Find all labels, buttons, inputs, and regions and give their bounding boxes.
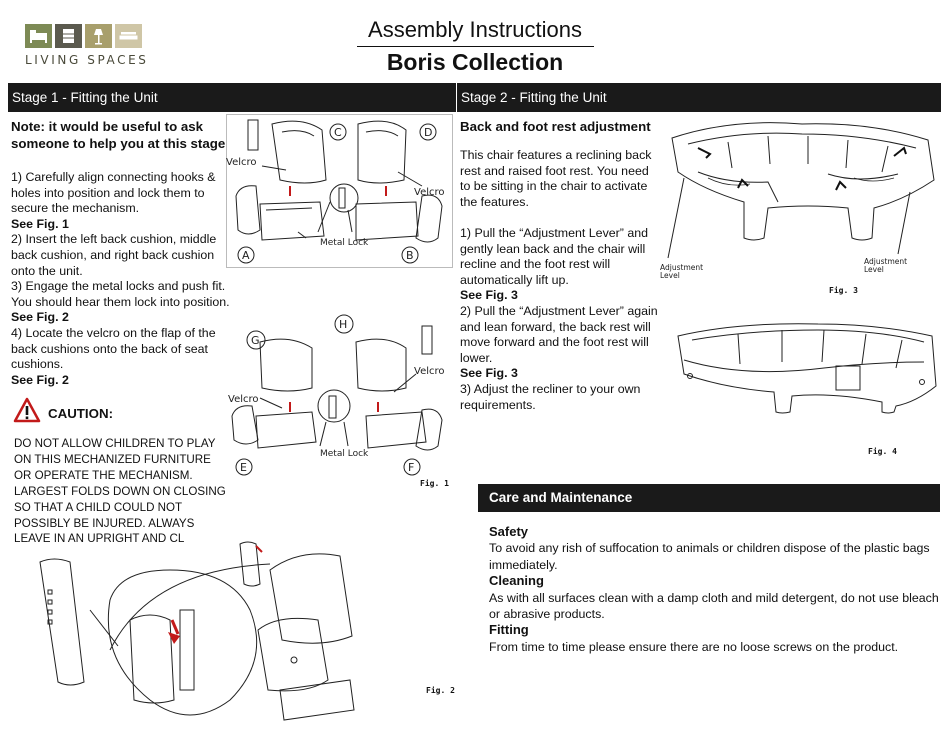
letter-c: C: [334, 126, 342, 139]
sectional-sofa-upright: [677, 323, 937, 414]
page-title: Assembly Instructions: [368, 17, 582, 42]
back-cushion-part: [39, 558, 85, 686]
recline-arrow-left: [697, 147, 712, 159]
footrest-arrow-left: [737, 178, 749, 189]
letter-c-circle: [329, 123, 347, 141]
flap-part: [239, 541, 261, 587]
fitting-heading: Fitting: [489, 622, 529, 638]
letter-b: B: [406, 249, 414, 262]
cleaning-text: As with all surfaces clean with a damp c…: [489, 590, 939, 622]
stage2-step2: 2) Pull the “Adjustment Lever” again and…: [460, 303, 658, 365]
chair-back: [269, 553, 353, 644]
letter-a-circle: [237, 246, 255, 264]
letter-g-circle: [246, 330, 266, 350]
figure-1-top: A B C D Velcro Velcro Metal Lock: [226, 114, 453, 268]
stage2-step2-ref: See Fig. 3: [460, 366, 518, 381]
figure-4: [677, 323, 937, 414]
care-bar: Care and Maintenance: [478, 484, 940, 512]
stage2-step1-ref: See Fig. 3: [460, 288, 518, 303]
caution-text: DO NOT ALLOW CHILDREN TO PLAY ON THIS ME…: [14, 437, 226, 546]
level-label-left: Level: [660, 271, 680, 280]
safety-text: To avoid any rish of suffocation to anim…: [489, 541, 930, 572]
stage1-step1: 1) Carefully align connecting hooks & ho…: [11, 170, 216, 216]
velcro-label-bottom-left: Velcro: [228, 394, 259, 405]
figure-1-bottom: G H E F Velcro Velcro Metal Lock: [228, 314, 445, 476]
letter-e: E: [240, 461, 247, 474]
title-underline: [357, 46, 594, 47]
stage2-heading: Back and foot rest adjustment: [460, 119, 651, 134]
flap-left: [247, 119, 259, 151]
lamp-icon: [85, 24, 112, 48]
fig1-caption: Fig. 1: [420, 479, 449, 488]
stage2-steps: This chair features a reclining back res…: [460, 148, 662, 413]
adjustment-label-left: Adjustment: [660, 263, 703, 272]
footrest-arrow-right: [835, 180, 847, 191]
page-subtitle: Boris Collection: [386, 49, 564, 75]
stage1-steps: 1) Carefully align connecting hooks & ho…: [11, 170, 237, 388]
letter-b-circle: [401, 246, 419, 264]
dresser-icon: [55, 24, 82, 48]
warning-icon: [13, 397, 41, 423]
letter-f-circle: [403, 458, 421, 476]
flap-right: [421, 325, 433, 355]
brand-name: LIVING SPACES: [25, 53, 149, 67]
stage1-bar: Stage 1 - Fitting the Unit: [8, 83, 456, 112]
fig2-caption: Fig. 2: [426, 686, 455, 695]
caution-title: CAUTION:: [48, 406, 113, 421]
stage1-step4-ref: See Fig. 2: [11, 372, 69, 387]
back-cushion-h: [355, 338, 407, 392]
sectional-sofa-reclined: [671, 122, 935, 241]
arm-right: [415, 194, 443, 243]
arm-left: [235, 185, 261, 235]
metal-lock-label-top: Metal Lock: [320, 238, 369, 248]
velcro-label-top-left: Velcro: [226, 157, 257, 168]
stage2-intro: This chair features a reclining back res…: [460, 148, 652, 209]
care-section: Safety To avoid any rish of suffocation …: [489, 524, 944, 655]
stage2-bar: Stage 2 - Fitting the Unit: [457, 83, 941, 112]
metal-lock-label-bottom: Metal Lock: [320, 449, 369, 459]
chair-arm: [257, 617, 329, 692]
letter-d-circle: [419, 123, 437, 141]
figure-3: Adjustment Level Adjustment Level: [660, 122, 935, 280]
metal-lock-detail: [329, 183, 359, 213]
metal-lock-detail-bottom: [317, 389, 351, 423]
stage1-step2: 2) Insert the left back cushion, middle …: [11, 232, 217, 278]
fig3-caption: Fig. 3: [829, 286, 858, 295]
stage1-step1-ref: See Fig. 1: [11, 216, 69, 231]
letter-d: D: [424, 126, 432, 139]
letter-e-circle: [235, 458, 253, 476]
stage1-step4: 4) Locate the velcro on the flap of the …: [11, 325, 216, 372]
letter-h-circle: [334, 314, 354, 334]
letter-g: G: [251, 334, 260, 347]
adjustment-label-right: Adjustment: [864, 257, 907, 266]
lock-zoom-detail: [107, 569, 258, 716]
fig4-caption: Fig. 4: [868, 447, 897, 456]
stage1-note: Note: it would be useful to ask someone …: [11, 119, 226, 151]
stage1-step3: 3) Engage the metal locks and push fit. …: [11, 279, 230, 309]
stage2-step3: 3) Adjust the recliner to your own requi…: [460, 381, 641, 412]
bed-icon: [25, 24, 52, 48]
velcro-label-bottom-right: Velcro: [414, 366, 445, 377]
safety-heading: Safety: [489, 524, 529, 539]
back-cushion-g: [259, 338, 313, 392]
figure-2: [39, 541, 355, 721]
stage2-step1: 1) Pull the “Adjustment Lever” and gentl…: [460, 225, 649, 287]
cleaning-heading: Cleaning: [489, 573, 544, 589]
sofa-icon: [115, 24, 142, 48]
letter-a: A: [242, 249, 250, 262]
back-cushion-right: [357, 120, 407, 184]
back-cushion-left: [271, 120, 327, 184]
fitting-text: From time to time please ensure there ar…: [489, 639, 899, 654]
level-label-right: Level: [864, 265, 884, 274]
letter-f: F: [408, 461, 414, 474]
letter-h: H: [339, 318, 347, 331]
stage1-step3-ref: See Fig. 2: [11, 310, 69, 325]
velcro-label-top-right: Velcro: [414, 187, 445, 198]
recline-arrow-right: [893, 146, 907, 157]
